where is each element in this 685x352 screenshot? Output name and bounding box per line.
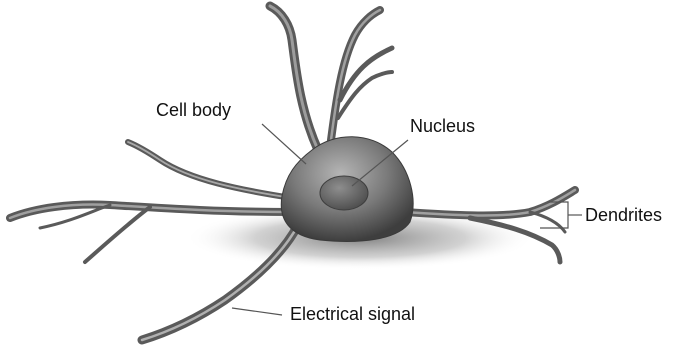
dendrite-left-upper: [128, 142, 292, 198]
dendrite-right-main: [405, 190, 575, 215]
electrical-signal-label: Electrical signal: [290, 304, 415, 324]
electrical-signal-leader: [232, 308, 282, 315]
dendrites-label: Dendrites: [585, 205, 662, 225]
cell-body-label: Cell body: [156, 100, 231, 120]
cell-body-leader: [262, 124, 306, 164]
nucleus-shape: [320, 176, 368, 210]
nucleus-label: Nucleus: [410, 116, 475, 136]
